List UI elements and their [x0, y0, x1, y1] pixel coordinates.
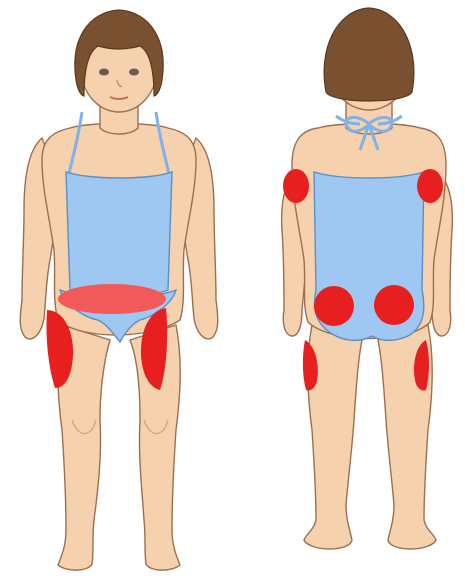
- child-front-view: [20, 10, 218, 570]
- injection-site-left-upper-arm: [283, 169, 309, 203]
- front-right-eye: [129, 69, 139, 76]
- injection-site-abdomen: [58, 284, 166, 314]
- front-swimsuit-top: [66, 172, 172, 298]
- injection-site-right-buttock: [374, 285, 414, 325]
- front-left-eye: [99, 69, 109, 76]
- injection-site-right-upper-arm: [417, 169, 443, 203]
- injection-site-left-buttock: [314, 286, 354, 326]
- child-back-view: [282, 8, 453, 549]
- back-hair: [324, 8, 414, 101]
